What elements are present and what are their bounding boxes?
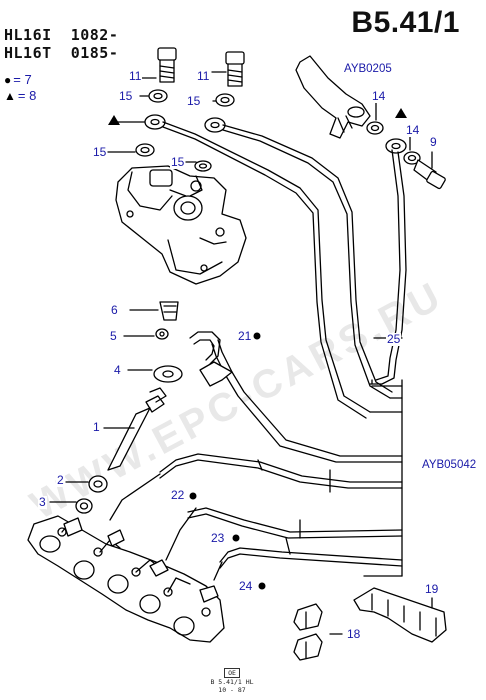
washer — [148, 89, 168, 103]
circle-icon — [232, 534, 240, 542]
callout-14a[interactable]: 14 — [371, 89, 387, 103]
legend-text-triangle: = 8 — [17, 88, 37, 103]
part-code-bottom[interactable]: AYB05042 — [422, 459, 477, 471]
callout-11b[interactable]: 11 — [196, 69, 211, 83]
banjo-bolt-left — [157, 47, 177, 83]
triangle-icon — [108, 115, 120, 125]
callout-1[interactable]: 1 — [92, 420, 101, 434]
callout-15d[interactable]: 15 — [170, 155, 186, 169]
footer-stamp: OE B 5.41/1 HL 10 - 87 — [202, 668, 262, 694]
circle-icon — [253, 332, 261, 340]
callout-6[interactable]: 6 — [110, 303, 119, 317]
footer-box: OE — [224, 668, 240, 678]
oil-pipes-lower — [159, 339, 403, 577]
watermark: WWW.EPC-CARS.RU — [24, 273, 451, 528]
washer-3 — [75, 498, 93, 514]
circle-icon — [258, 582, 266, 590]
callout-18[interactable]: 18 — [346, 627, 362, 641]
washer — [135, 143, 155, 157]
line-art — [27, 47, 447, 661]
circle-icon — [189, 492, 197, 500]
exhaust-manifold — [27, 515, 225, 643]
engine-code-1: HL16I 1082- — [4, 26, 119, 44]
banjo-bolt-9 — [413, 159, 446, 190]
callout-23[interactable]: 23 — [210, 531, 226, 545]
callout-24[interactable]: 24 — [238, 579, 254, 593]
flange-4 — [153, 365, 183, 383]
triangle-icon — [395, 108, 407, 118]
callout-11a[interactable]: 11 — [128, 69, 143, 83]
callout-15a[interactable]: 15 — [118, 89, 134, 103]
callout-21[interactable]: 21 — [237, 329, 253, 343]
callout-15b[interactable]: 15 — [186, 94, 202, 108]
callout-9[interactable]: 9 — [429, 135, 438, 149]
turbo-housing — [115, 165, 247, 285]
circle-icon: ● — [4, 73, 12, 87]
marker-symbols — [108, 108, 407, 590]
callout-5[interactable]: 5 — [109, 329, 118, 343]
washer — [194, 160, 212, 172]
elbow-fitting — [295, 55, 371, 139]
oil-pipes-upper — [162, 121, 393, 419]
banjo-bolt-right — [225, 51, 245, 87]
washer — [215, 93, 235, 107]
callout-4[interactable]: 4 — [113, 363, 122, 377]
callout-14b[interactable]: 14 — [405, 123, 421, 137]
washer — [403, 151, 421, 165]
washer-5 — [155, 328, 169, 340]
clip-18 — [293, 603, 323, 661]
washer — [366, 121, 384, 135]
diagram-reference: B5.41/1 — [351, 6, 460, 39]
part-code-top[interactable]: AYB0205 — [344, 63, 392, 75]
triangle-icon: ▲ — [4, 89, 16, 103]
bolt-6 — [159, 301, 179, 321]
callout-19[interactable]: 19 — [424, 582, 440, 596]
callout-2[interactable]: 2 — [56, 473, 65, 487]
engine-code-2: HL16T 0185- — [4, 44, 119, 62]
seal-2 — [88, 475, 108, 493]
tube-1 — [107, 387, 167, 471]
engine-codes: HL16I 1082- HL16T 0185- — [4, 26, 118, 62]
callout-25[interactable]: 25 — [386, 332, 402, 346]
callout-3[interactable]: 3 — [38, 495, 47, 509]
callout-15c[interactable]: 15 — [92, 145, 108, 159]
footer-line-1: B 5.41/1 HL — [210, 678, 254, 686]
clip-19 — [353, 587, 447, 643]
legend-item-circle: ●= 7 — [4, 72, 32, 87]
footer-line-2: 10 - 87 — [218, 686, 246, 694]
callout-22[interactable]: 22 — [170, 488, 186, 502]
legend-text-circle: = 7 — [13, 72, 32, 87]
legend-item-triangle: ▲= 8 — [4, 88, 36, 103]
